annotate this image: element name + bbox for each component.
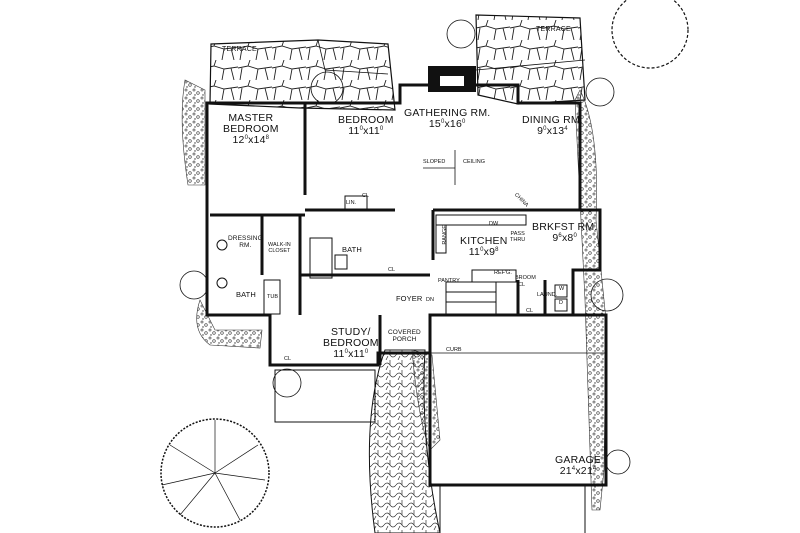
laundry-label: LAUND. <box>537 292 558 298</box>
gathering-room-label: GATHERING RM. 150x160 <box>404 107 491 131</box>
dryer-label: D <box>559 300 563 306</box>
sloped-ceiling-marker <box>423 150 456 185</box>
study-bedroom-label: STUDY/ BEDROOM 110x110 <box>323 326 379 361</box>
shrub-hedges <box>181 79 607 511</box>
pass-thru-label: PASS THRU <box>510 231 526 243</box>
master-bedroom-label: MASTER BEDROOM 120x148 <box>223 112 279 147</box>
house-walls <box>205 83 602 367</box>
range-label: RANGE <box>441 225 448 245</box>
closet-bath-label: CL <box>388 267 396 273</box>
terrace-left-label: TERRACE <box>222 46 257 53</box>
garage-label: GARAGE 214x214 <box>555 454 602 478</box>
walk-in-closet-label: WALK-IN CLOSET <box>268 242 291 254</box>
kitchen-label: KITCHEN 110x98 <box>460 235 508 259</box>
foyer-label: FOYER <box>396 294 423 303</box>
front-walk <box>274 349 441 533</box>
closet-study-label: CL <box>284 356 292 362</box>
master-bath-label: BATH <box>236 290 256 299</box>
shrubs-right <box>179 19 631 475</box>
refrigerator-label: REF'G. <box>494 270 512 276</box>
breakfast-room-label: BRKFST RM. 96x80 <box>532 221 598 245</box>
washer-label: W <box>559 286 565 292</box>
stair-dn-label: DN <box>426 297 434 303</box>
tub-label: TUB <box>267 294 278 300</box>
linen-label: LIN. <box>346 200 357 206</box>
closet-lin-label: CL <box>362 193 370 199</box>
bath-label: BATH <box>342 245 362 254</box>
sloped-label: SLOPED <box>423 159 446 165</box>
curb-label: CURB <box>446 347 462 353</box>
closet-broom-label: CL <box>518 282 526 288</box>
closet-laund-label: CL <box>526 308 534 314</box>
dining-room-label: DINING RM. 90x134 <box>522 114 583 138</box>
bedroom-label: BEDROOM 110x110 <box>338 114 394 138</box>
terrace-right-label: TERRACE <box>536 26 571 33</box>
tree-large <box>160 418 270 528</box>
tree-top-right <box>611 0 689 69</box>
dishwasher-label: DW <box>489 221 499 227</box>
dressing-room-label: DRESSING RM. <box>228 235 263 249</box>
broom-label: BROOM <box>515 275 536 281</box>
covered-porch-label: COVERED PORCH <box>388 329 421 343</box>
fixtures <box>216 195 568 315</box>
ceiling-label: CEILING <box>463 159 486 165</box>
pantry-label: PANTRY <box>438 278 460 284</box>
